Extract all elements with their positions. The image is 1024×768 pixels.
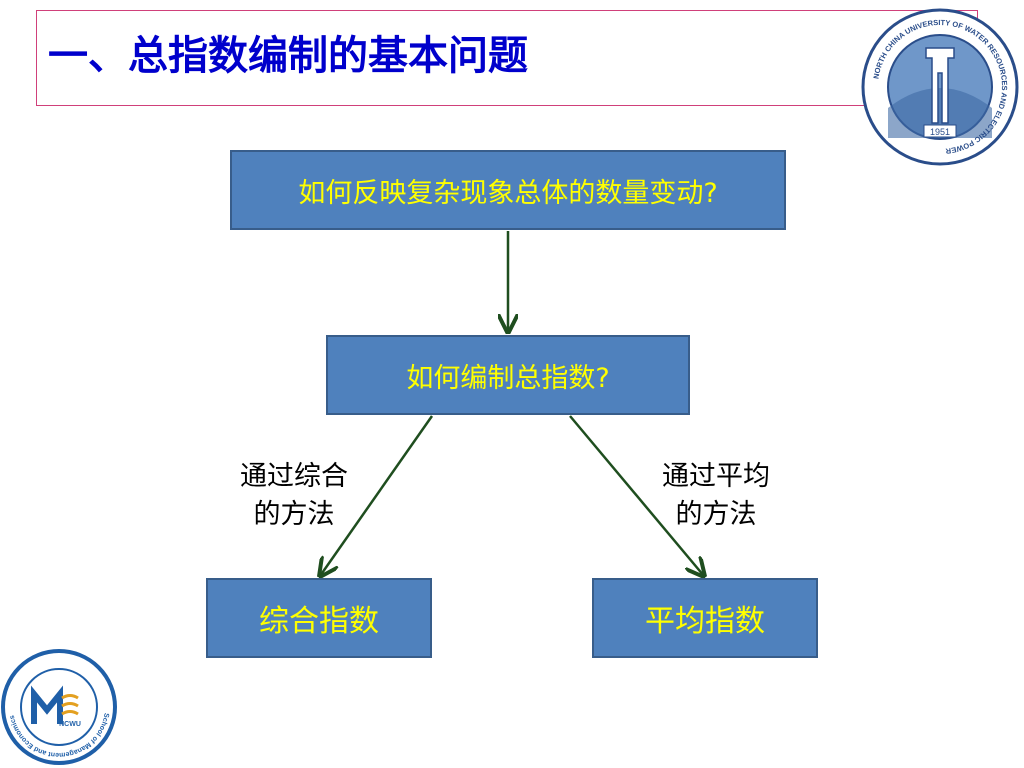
svg-text:1951: 1951 <box>930 127 950 137</box>
arrow-middle-to-right <box>569 415 704 576</box>
edge-label-right-line2: 的方法 <box>675 499 757 530</box>
slide-title: 一、总指数编制的基本问题 <box>48 33 528 79</box>
arrow-middle-to-left <box>320 415 434 576</box>
edge-label-left: 通过综合 的方法 <box>214 458 374 534</box>
svg-text:NCWU: NCWU <box>59 721 81 728</box>
university-seal-logo: 1951 NORTH CHINA UNIVERSITY OF WATER RES… <box>861 8 1019 166</box>
node-right: 平均指数 <box>592 578 818 658</box>
edge-label-right: 通过平均 的方法 <box>636 458 796 534</box>
school-seal-logo: NCWU School of Management and Economics <box>1 649 117 765</box>
edge-label-right-line1: 通过平均 <box>662 461 770 492</box>
node-top: 如何反映复杂现象总体的数量变动? <box>230 150 786 230</box>
node-middle: 如何编制总指数? <box>326 335 690 415</box>
edge-label-left-line1: 通过综合 <box>240 461 348 492</box>
edge-label-left-line2: 的方法 <box>253 499 335 530</box>
node-left: 综合指数 <box>206 578 432 658</box>
